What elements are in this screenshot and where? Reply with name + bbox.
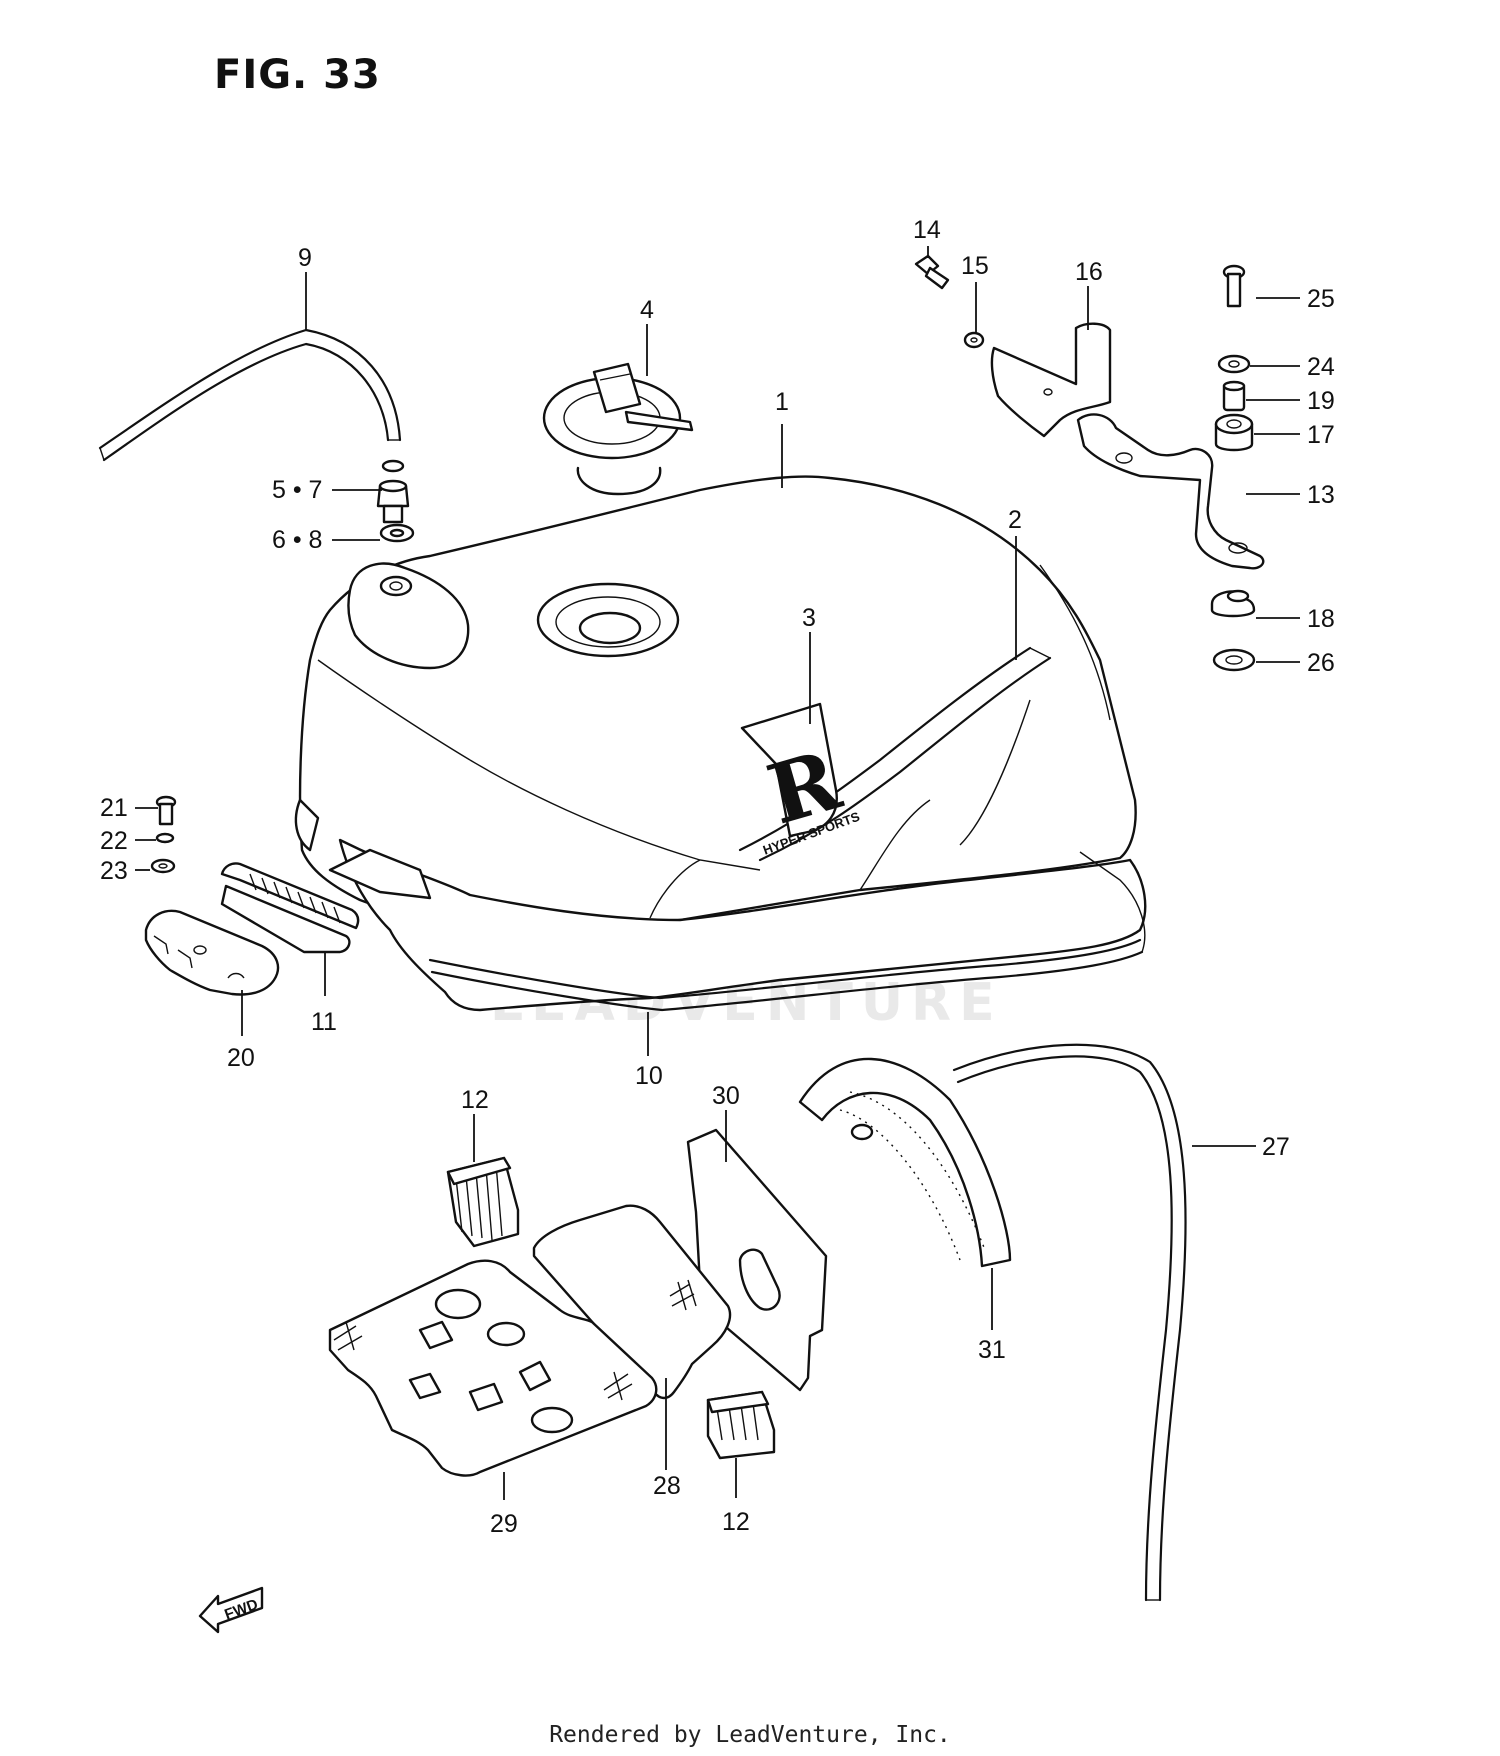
part-5-7-fitting[interactable] [376,459,410,524]
callout-17[interactable]: 17 [1307,421,1335,449]
callout-13[interactable]: 13 [1307,481,1335,509]
part-23-washer[interactable] [150,858,176,874]
callout-27[interactable]: 27 [1262,1133,1290,1161]
callout-30[interactable]: 30 [712,1082,740,1110]
part-11-pad[interactable] [220,862,360,954]
part-22-washer[interactable] [155,832,175,844]
part-25-bolt[interactable] [1222,264,1246,308]
part-1-fuel-tank[interactable]: R HYPER SPORTS [294,475,1147,1012]
part-13-bracket[interactable] [1076,413,1265,570]
part-16-plate[interactable] [990,322,1112,438]
part-29-plate[interactable] [328,1259,658,1477]
callout-10[interactable]: 10 [635,1062,663,1090]
callout-9[interactable]: 9 [298,244,312,272]
part-14-bolt[interactable] [914,254,950,290]
callout-18[interactable]: 18 [1307,605,1335,633]
part-4-fuel-cap[interactable] [542,362,694,496]
part-12-block-upper[interactable] [446,1156,520,1248]
callout-26[interactable]: 26 [1307,649,1335,677]
callout-12-upper[interactable]: 12 [461,1086,489,1114]
callout-22[interactable]: 22 [100,827,128,855]
callouts: 9 4 1 2 3 5 • 7 6 • 8 10 11 20 21 22 23 … [100,216,1335,1538]
leader-lines [135,246,1300,1500]
part-24-washer[interactable] [1217,354,1251,374]
part-26-washer[interactable] [1212,648,1256,672]
part-19-collar[interactable] [1222,380,1246,412]
callout-3[interactable]: 3 [802,604,816,632]
callout-2[interactable]: 2 [1008,506,1022,534]
fwd-arrow-icon: FWD [198,1586,264,1634]
part-30-shield[interactable] [686,1128,828,1392]
callout-6-8[interactable]: 6 • 8 [272,526,322,554]
part-17-grommet[interactable] [1214,413,1254,452]
part-10-tank-cushion[interactable] [428,851,1146,1012]
part-31-seal[interactable] [798,1057,1012,1268]
callout-24[interactable]: 24 [1307,353,1335,381]
part-27-hose[interactable] [952,1043,1187,1602]
part-28-sheet[interactable] [532,1204,732,1400]
callout-21[interactable]: 21 [100,794,128,822]
callout-12-lower[interactable]: 12 [722,1508,750,1536]
part-18-grommet[interactable] [1210,589,1256,618]
callout-23[interactable]: 23 [100,857,128,885]
part-15-washer[interactable] [963,331,985,349]
callout-25[interactable]: 25 [1307,285,1335,313]
part-6-8-washer[interactable] [379,523,415,543]
callout-5-7[interactable]: 5 • 7 [272,476,322,504]
callout-20[interactable]: 20 [227,1044,255,1072]
part-9-breather-hose[interactable] [98,328,402,462]
part-12-block-lower[interactable] [706,1390,776,1460]
callout-31[interactable]: 31 [978,1336,1006,1364]
callout-15[interactable]: 15 [961,252,989,280]
callout-16[interactable]: 16 [1075,258,1103,286]
part-20-bracket[interactable] [144,909,280,996]
footer-credit: Rendered by LeadVenture, Inc. [549,1722,951,1748]
callout-14[interactable]: 14 [913,216,941,244]
callout-28[interactable]: 28 [653,1472,681,1500]
callout-11[interactable]: 11 [311,1008,337,1036]
callout-1[interactable]: 1 [775,388,789,416]
callout-4[interactable]: 4 [640,296,654,324]
part-21-bolt[interactable] [155,795,177,826]
callout-29[interactable]: 29 [490,1510,518,1538]
figure-title: FIG. 33 [214,52,381,98]
callout-19[interactable]: 19 [1307,387,1335,415]
